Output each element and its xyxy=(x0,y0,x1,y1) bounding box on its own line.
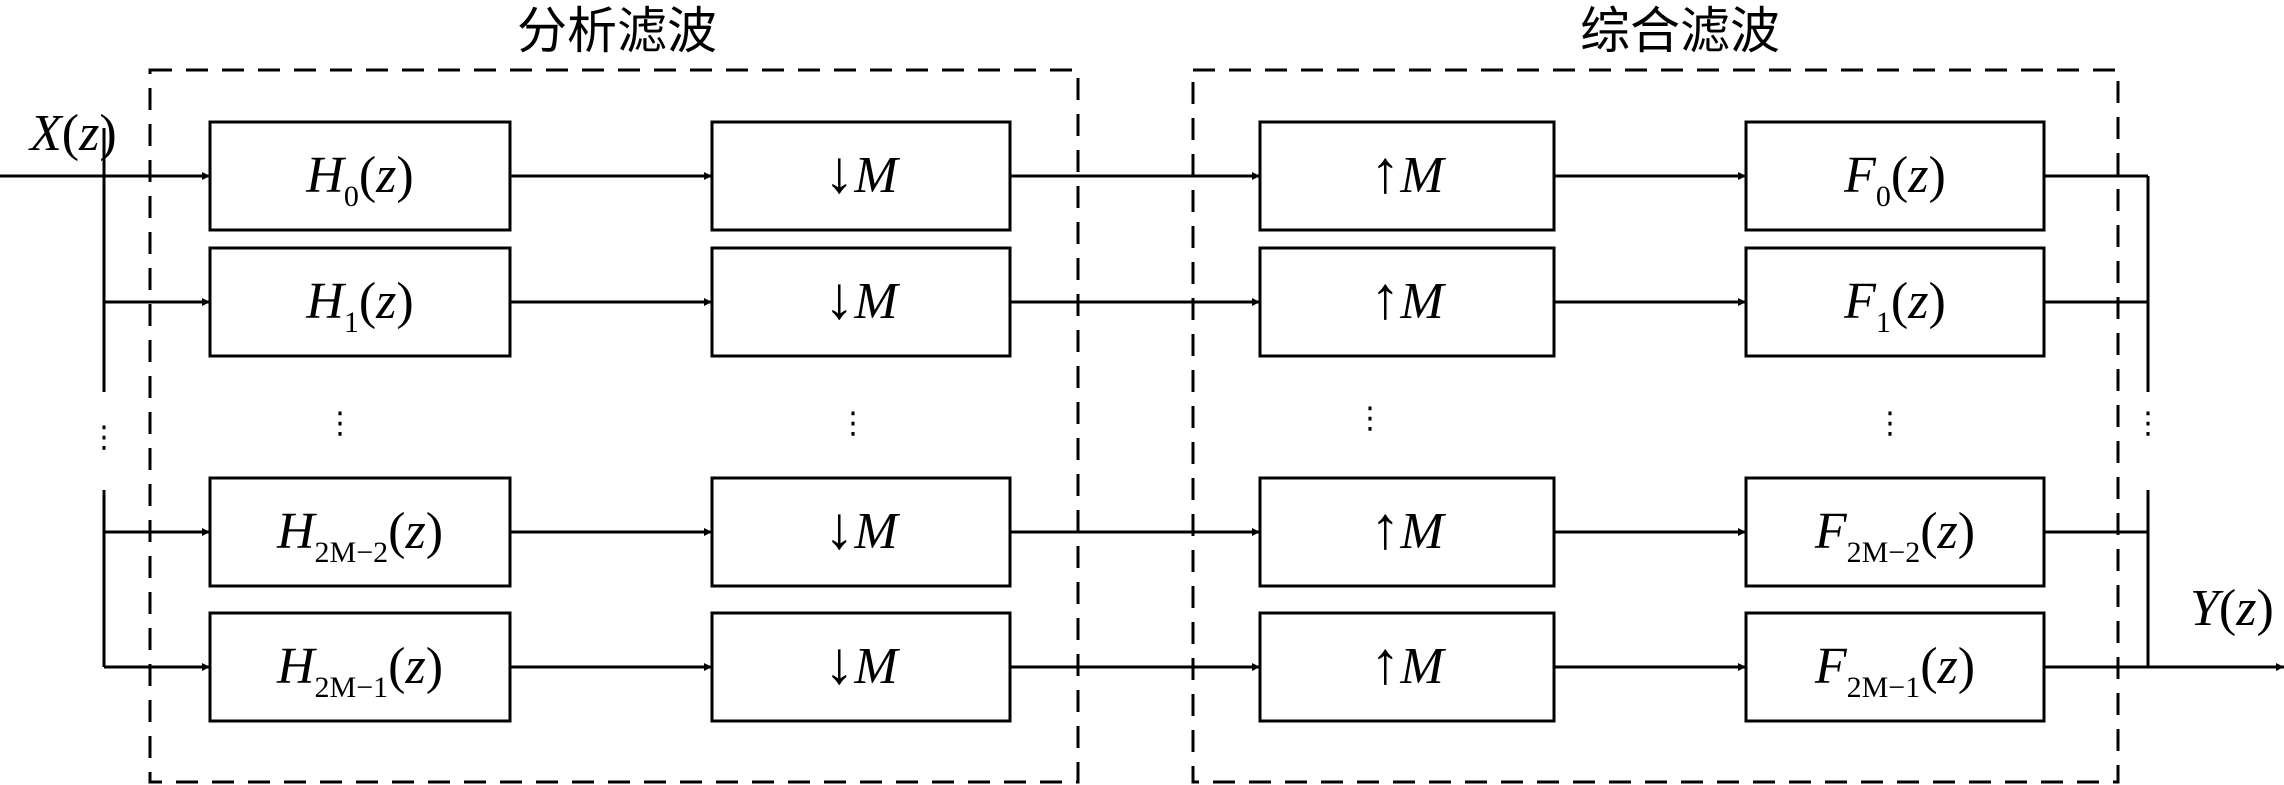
upsampler-label-0: ↑M xyxy=(1370,139,1446,205)
synthesis-filter-box-2 xyxy=(1744,476,2046,588)
input-label: X(z) xyxy=(28,105,117,162)
synthesis-filter-ellipsis: ⋮ xyxy=(1875,406,1905,441)
analysis-title: 分析滤波 xyxy=(517,2,717,60)
synthesis-filter-label-1: F1(z) xyxy=(1843,273,1946,339)
output-bus-ellipsis: ⋮ xyxy=(2133,406,2163,441)
downsampler-label-3: ↓M xyxy=(824,630,900,696)
synthesis-filter-label-2: F2M−2(z) xyxy=(1814,503,1975,569)
analysis-filter-box-3 xyxy=(208,611,512,723)
analysis-filter-ellipsis: ⋮ xyxy=(325,406,355,441)
synthesis-filter-box-0 xyxy=(1744,120,2046,232)
synthesis-filter-box-1 xyxy=(1744,246,2046,358)
synthesis-filter-box-3 xyxy=(1744,611,2046,723)
upsampler-ellipsis: ⋮ xyxy=(1355,401,1385,436)
synthesis-group-box xyxy=(1191,68,2120,784)
analysis-filter-label-2: H2M−2(z) xyxy=(276,503,443,569)
upsampler-box-1 xyxy=(1258,246,1556,358)
analysis-group-box xyxy=(148,68,1080,784)
output-label: Y(z) xyxy=(2190,580,2274,637)
downsampler-box-1 xyxy=(710,246,1012,358)
channel-rows: H0(z) ↓M ↑M F0(z) H1(z) ↓M ↑M F1(z) H2M−2(z) ↓M ↑M… xyxy=(104,120,2148,723)
analysis-filter-label-3: H2M−1(z) xyxy=(276,638,443,704)
downsampler-box-3 xyxy=(710,611,1012,723)
analysis-filter-label-0: H0(z) xyxy=(305,147,413,213)
analysis-filter-box-2 xyxy=(208,476,512,588)
synthesis-filter-label-3: F2M−1(z) xyxy=(1814,638,1975,704)
analysis-filter-box-1 xyxy=(208,246,512,358)
upsampler-label-1: ↑M xyxy=(1370,265,1446,331)
upsampler-box-3 xyxy=(1258,611,1556,723)
upsampler-label-3: ↑M xyxy=(1370,630,1446,696)
synthesis-title: 综合滤波 xyxy=(1580,2,1780,60)
upsampler-label-2: ↑M xyxy=(1370,495,1446,561)
synthesis-filter-label-0: F0(z) xyxy=(1843,147,1946,213)
downsampler-box-0 xyxy=(710,120,1012,232)
downsampler-label-1: ↓M xyxy=(824,265,900,331)
downsampler-ellipsis: ⋮ xyxy=(838,406,868,441)
upsampler-box-2 xyxy=(1258,476,1556,588)
downsampler-label-0: ↓M xyxy=(824,139,900,205)
downsampler-label-2: ↓M xyxy=(824,495,900,561)
analysis-filter-label-1: H1(z) xyxy=(305,273,413,339)
upsampler-box-0 xyxy=(1258,120,1556,232)
input-bus-ellipsis: ⋮ xyxy=(89,420,119,455)
